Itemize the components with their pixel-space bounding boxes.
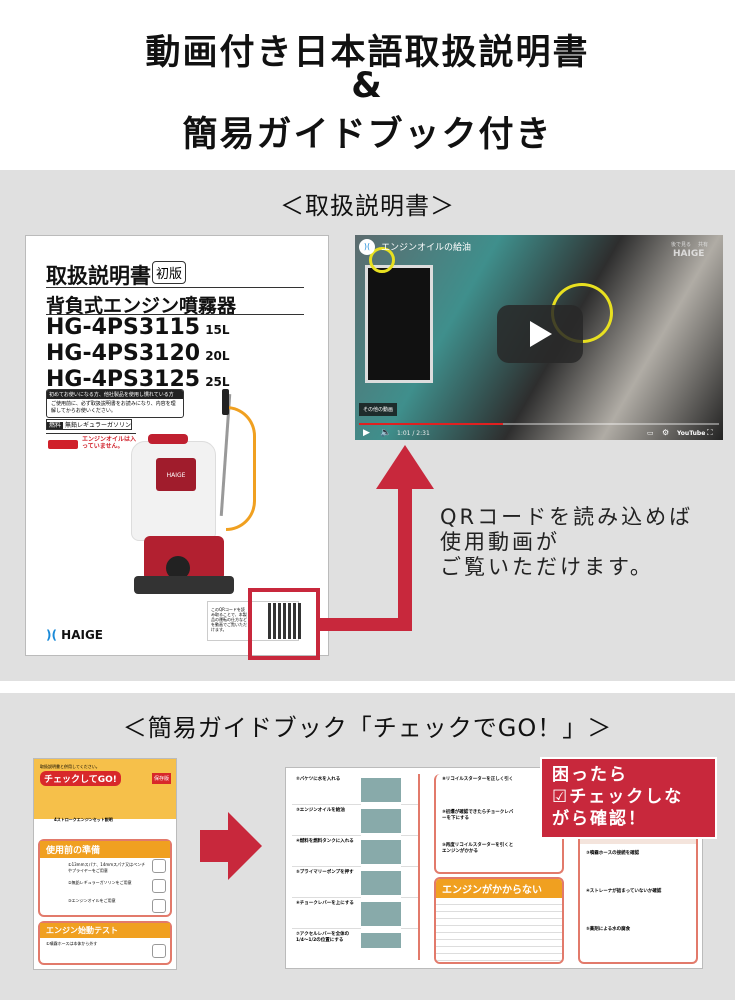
prep-item: ③エンジンオイルをご用意 — [68, 898, 116, 903]
play-icon — [530, 321, 552, 347]
oil-warning: エンジンオイルは入っていません。 — [82, 436, 137, 450]
share-button[interactable]: 共有 — [698, 242, 709, 248]
video-player[interactable]: )( エンジンオイルの給油 後で見る 共有 HAIGE その他の動画 ▶ 🔈 1… — [355, 235, 723, 440]
notice-box: 初めてお使いになる方、他社製品を使用し慣れている方 ご使用前に、必ず取扱説明書を… — [46, 389, 184, 418]
arrow-head-up — [376, 445, 434, 489]
model-list: HG-4PS3115 15L HG-4PS3120 20L HG-4PS3125… — [46, 315, 230, 392]
cover-heading: 取扱説明書 — [46, 264, 151, 288]
sprayer-tank — [131, 441, 216, 541]
prep-item: ②無鉛レギュラーガソリンをご用意 — [68, 880, 132, 885]
qr-code[interactable] — [268, 603, 302, 639]
volume-icon[interactable]: 🔈 — [380, 428, 392, 438]
arrow-shaft-horizontal — [320, 618, 412, 631]
guide-section-title: ＜簡易ガイドブック「チェックでGO！」＞ — [122, 714, 613, 742]
product-name: 背負式エンジン噴霧器 — [46, 295, 237, 317]
guide-booklet-cover: 取扱説明書と併用してください。 チェックしてGO! 保存版 4ストロークエンジン… — [33, 758, 177, 970]
save-badge: 保存版 — [152, 773, 172, 784]
callout-banner: 困ったら ☑チェックしな がら確認！ — [540, 757, 717, 839]
headline-line1: 動画付き日本語取扱説明書 — [145, 33, 590, 73]
checkbox — [152, 944, 166, 958]
trouble-table: エンジンがかからない — [434, 877, 564, 964]
qr-instruction: QRコードを読み込めば 使用動画が ご覧いただけます。 — [440, 505, 694, 579]
progress-bar[interactable] — [359, 423, 719, 425]
prep-item: ①13mmスパナ、14mmスパナ又はペンチやプライヤーをご用意 — [68, 862, 146, 873]
channel-icon[interactable]: )( — [359, 239, 375, 255]
highlight-circle — [369, 247, 395, 273]
arrow-right-head — [228, 812, 262, 880]
youtube-logo[interactable]: YouTube — [677, 430, 706, 437]
checkbox — [152, 879, 166, 893]
arrow-right — [200, 830, 230, 862]
manual-cover: 取扱説明書 初版 背負式エンジン噴霧器 HAIGE HG-4PS3115 15L… — [25, 235, 329, 656]
tank-cap — [148, 434, 188, 444]
spray-hose — [226, 406, 256, 531]
checkbox — [152, 899, 166, 913]
headline-line3: 簡易ガイドブック付き — [182, 115, 553, 155]
manual-section-title: ＜取扱説明書＞ — [280, 192, 455, 220]
more-videos-button[interactable]: その他の動画 — [359, 403, 398, 416]
oil-can-icon — [48, 440, 78, 449]
prep-section: 使用前の準備 ①13mmスパナ、14mmスパナ又はペンチやプライヤーをご用意 ②… — [38, 839, 172, 917]
checkbox — [152, 859, 166, 873]
haige-watermark: HAIGE — [673, 249, 705, 259]
arrow-shaft-vertical — [398, 485, 412, 631]
play-button[interactable] — [497, 305, 583, 363]
haige-logo: )( HAIGE — [46, 628, 103, 642]
spray-nozzle — [222, 389, 229, 415]
inset-image — [365, 265, 433, 383]
headline-ampersand: & — [351, 66, 384, 106]
watch-later-button[interactable]: 後で見る — [671, 242, 692, 248]
video-title[interactable]: エンジンオイルの給油 — [381, 243, 472, 253]
start-test-section: エンジン始動テスト ①噴霧ホースは本体から外す — [38, 921, 172, 965]
guide-logo: チェックしてGO! — [40, 771, 121, 786]
qr-highlight-box — [248, 588, 320, 660]
play-icon[interactable]: ▶ — [363, 428, 370, 438]
left-page: ②バケツに水を入れる ③エンジンオイルを給油 ④燃料を燃料タンクに入れる ⑤プラ… — [292, 774, 420, 960]
edition-badge: 初版 — [152, 261, 187, 284]
captions-icon[interactable]: ▭ — [647, 429, 654, 437]
time-display: 1:01 / 2:31 — [397, 430, 430, 437]
settings-icon[interactable]: ⚙ — [662, 428, 670, 437]
step-photos — [361, 778, 401, 948]
fuel-label: 燃料 無鉛レギュラーガソリン — [46, 419, 132, 430]
fullscreen-icon[interactable]: ⛶ — [707, 428, 713, 437]
haige-tank-logo: HAIGE — [156, 458, 196, 491]
